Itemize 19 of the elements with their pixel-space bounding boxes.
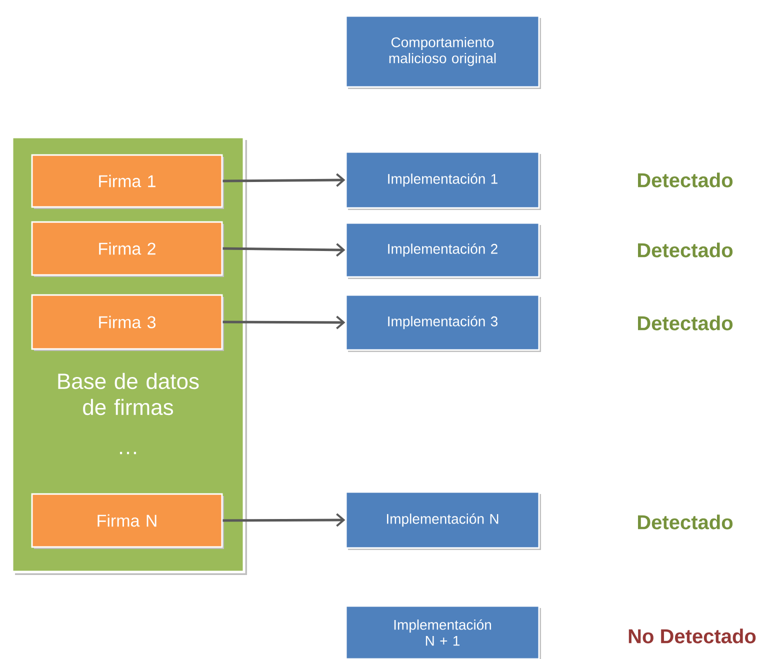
signature-box: Firma N xyxy=(31,493,224,549)
status-label: No Detectado xyxy=(628,628,756,644)
implementation-box: Implementación 2 xyxy=(345,222,541,279)
implementation-box: Implementación 3 xyxy=(345,294,541,352)
signature-box: Firma 2 xyxy=(31,221,224,277)
implementation-box: Implementación N xyxy=(345,491,541,550)
arrow xyxy=(222,243,346,257)
arrow xyxy=(222,173,346,187)
implementation-box: Implementación 1 xyxy=(345,151,541,210)
implementation-box: Implementación N + 1 xyxy=(345,605,541,659)
status-label: Detectado xyxy=(638,172,733,188)
signature-box: Firma 3 xyxy=(31,294,224,351)
signature-box: Firma 1 xyxy=(31,154,224,209)
arrow xyxy=(222,316,346,330)
status-label: Detectado xyxy=(638,316,733,330)
status-label: Detectado xyxy=(638,514,733,530)
status-label: Detectado xyxy=(638,242,733,258)
arrow xyxy=(222,513,346,527)
implementation-box: Comportamiento malicioso original xyxy=(345,15,541,89)
